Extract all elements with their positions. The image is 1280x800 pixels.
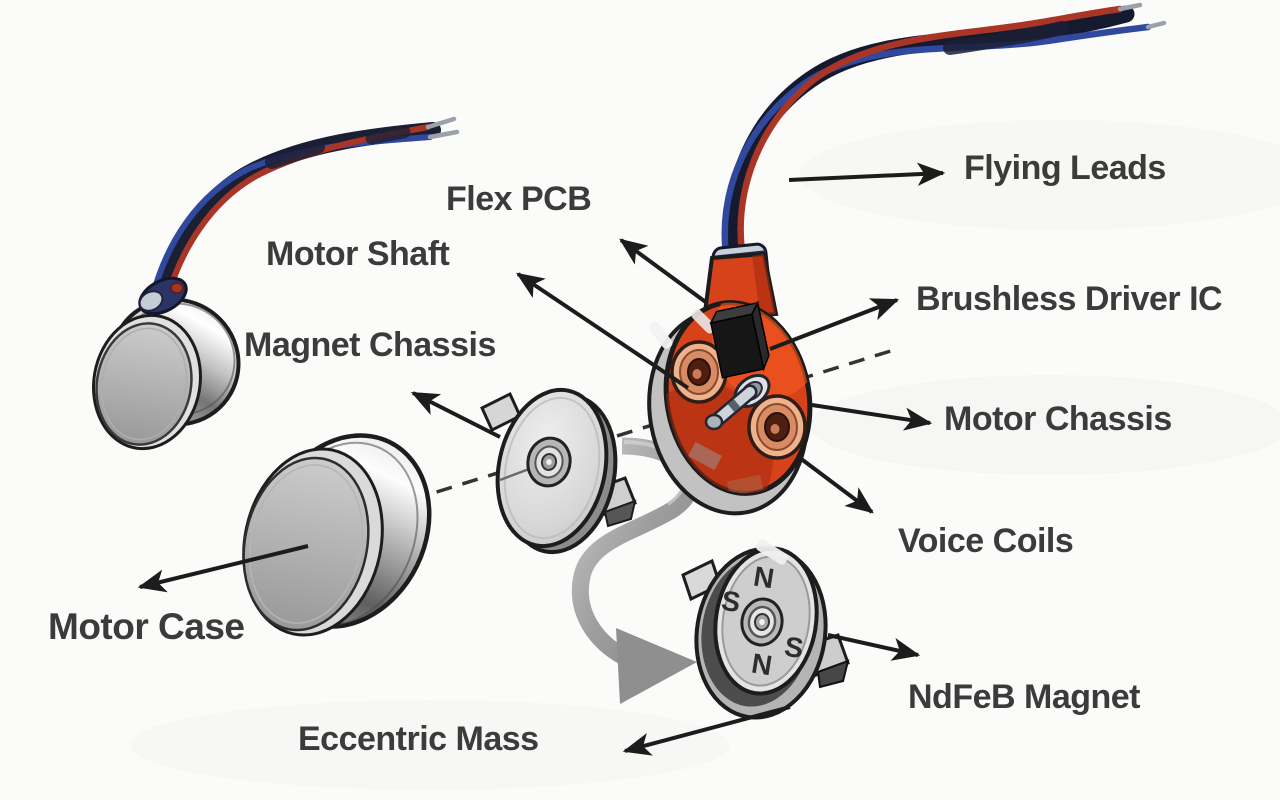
arrow-voice-coils bbox=[798, 456, 874, 514]
pcb-rim-highlight-2 bbox=[755, 539, 789, 565]
magnet-chassis-tab-bottom-side bbox=[603, 499, 637, 528]
eccentric-mass-part: N S S N bbox=[681, 546, 850, 720]
label-brushless-driver-ic: Brushless Driver IC bbox=[916, 280, 1223, 318]
arrow-motor-chassis bbox=[811, 403, 933, 431]
assembled-motor-face-ring bbox=[100, 327, 188, 441]
arrow-eccentric-mass bbox=[622, 705, 791, 756]
label-flex-pcb: Flex PCB bbox=[446, 180, 592, 218]
pcb-wires bbox=[721, 2, 1167, 262]
label-flying-leads: Flying Leads bbox=[964, 149, 1166, 187]
label-arrows bbox=[137, 162, 946, 756]
arrow-magnet-chassis bbox=[410, 391, 501, 439]
magnet-hub bbox=[740, 597, 784, 647]
driver-ic-chip bbox=[709, 300, 770, 379]
pole-mark-south-right: S bbox=[782, 631, 805, 665]
label-motor-case: Motor Case bbox=[48, 606, 245, 647]
assembled-motor-wires bbox=[150, 116, 460, 305]
motor-case-face-ring bbox=[248, 464, 364, 624]
pole-mark-north-bottom: N bbox=[750, 648, 775, 682]
wire-twist-dark-1 bbox=[265, 140, 325, 169]
flex-pcb-stem-shade bbox=[752, 254, 776, 316]
rotation-swirl-arrowhead bbox=[616, 628, 697, 704]
arrow-flying-leads bbox=[788, 162, 946, 186]
pcb-rim-highlight-1 bbox=[648, 321, 673, 349]
label-ndfeb-magnet: NdFeB Magnet bbox=[908, 678, 1141, 716]
assembled-motor bbox=[92, 116, 460, 451]
magnet-chassis-hub bbox=[526, 436, 572, 488]
wire-tip-blue bbox=[427, 129, 460, 140]
arrow-motor-shaft bbox=[516, 272, 690, 390]
voice-coil-top bbox=[670, 340, 728, 404]
label-eccentric-mass: Eccentric Mass bbox=[298, 720, 539, 758]
wire-twist-dark-2 bbox=[365, 125, 411, 145]
label-voice-coils: Voice Coils bbox=[898, 522, 1074, 560]
pcb-wire-tip-red bbox=[1117, 2, 1143, 12]
pcb-red-wire bbox=[737, 5, 1124, 256]
magnet-chassis-inner-shadow bbox=[503, 396, 601, 540]
ndfeb-magnet-disc: N S S N bbox=[713, 546, 819, 696]
magnet-chassis-part bbox=[480, 387, 637, 555]
arrow-flex-pcb bbox=[619, 238, 709, 305]
pcb-wire-twist-dark bbox=[943, 21, 1069, 55]
label-motor-shaft: Motor Shaft bbox=[266, 235, 450, 273]
pole-mark-north-top: N bbox=[752, 561, 777, 595]
label-magnet-chassis: Magnet Chassis bbox=[244, 326, 496, 364]
pcb-rim-highlight-3 bbox=[691, 309, 716, 334]
pcb-blue-wire bbox=[721, 23, 1152, 258]
assembled-motor-terminal bbox=[138, 276, 188, 316]
motor-case-part bbox=[242, 433, 432, 637]
voice-coil-bottom bbox=[747, 394, 807, 460]
arrow-ndfeb-magnet bbox=[827, 633, 921, 661]
motor-shaft-part bbox=[704, 373, 771, 431]
label-motor-chassis: Motor Chassis bbox=[944, 400, 1172, 438]
arrow-brushless-driver-ic bbox=[769, 298, 900, 351]
arrow-motor-case bbox=[137, 544, 309, 593]
magnet-chassis-radius-line bbox=[499, 467, 530, 482]
background-wash bbox=[130, 120, 1280, 790]
pcb-wire-tip-blue bbox=[1145, 20, 1167, 30]
motor-case-face bbox=[242, 456, 370, 632]
eccentric-mass-tab-bottom-side bbox=[816, 659, 850, 689]
axis-dashed-line bbox=[384, 347, 898, 510]
assembled-motor-face bbox=[95, 322, 193, 446]
wire-tip-red bbox=[425, 116, 457, 130]
pole-mark-south-left: S bbox=[719, 585, 742, 619]
